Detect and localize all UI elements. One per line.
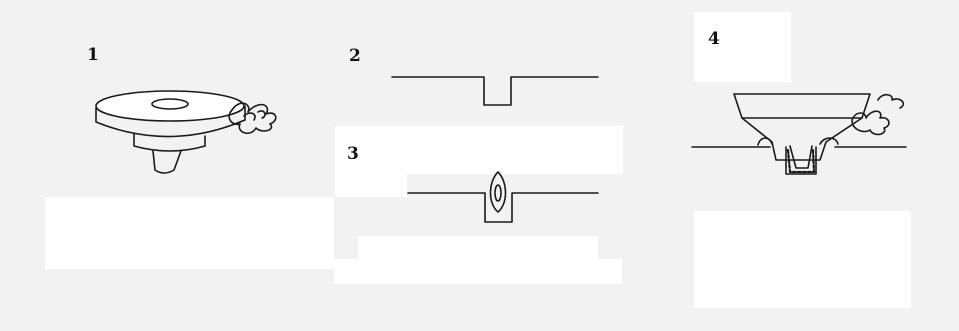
step-3-workpiece-surface	[407, 192, 599, 223]
tool-probe	[152, 150, 182, 174]
flash-curl-1	[228, 102, 277, 135]
flash-curl-top	[877, 93, 905, 109]
flame-outer	[489, 171, 507, 213]
step-3-fill-illustration	[407, 171, 599, 223]
step-1-caption-panel	[45, 197, 334, 269]
step-4-header-panel	[694, 12, 791, 82]
flash-curl-right	[851, 110, 890, 136]
step-2-number: 2	[349, 46, 361, 66]
step-2-keyhole-illustration	[391, 76, 599, 106]
tool-shoulder-hole	[151, 98, 189, 110]
step-3-header-panel	[335, 126, 623, 174]
filler-probe	[789, 145, 813, 169]
filled-hole-material	[786, 148, 816, 174]
tool-shoulder-top	[95, 90, 245, 122]
step-3-caption-panel-lower	[334, 259, 622, 284]
tool-body	[133, 133, 206, 152]
flash-curl-2	[243, 110, 266, 121]
step-2-workpiece-surface	[391, 76, 599, 106]
step-4-number: 4	[708, 29, 720, 49]
filled-hole	[785, 146, 817, 175]
flash-curl-left	[757, 137, 839, 146]
filler-tool-neck	[741, 117, 863, 161]
step-1-number: 1	[87, 45, 99, 65]
step-3-number: 3	[347, 144, 359, 164]
step-1-tool-illustration	[95, 90, 277, 174]
filler-tool-head	[733, 93, 871, 119]
step-4-caption-panel	[694, 211, 911, 308]
flame-inner	[494, 184, 502, 202]
step-4-filler-illustration	[691, 93, 907, 175]
step-3-label-panel	[335, 172, 407, 197]
step-3-caption-panel	[358, 236, 598, 260]
